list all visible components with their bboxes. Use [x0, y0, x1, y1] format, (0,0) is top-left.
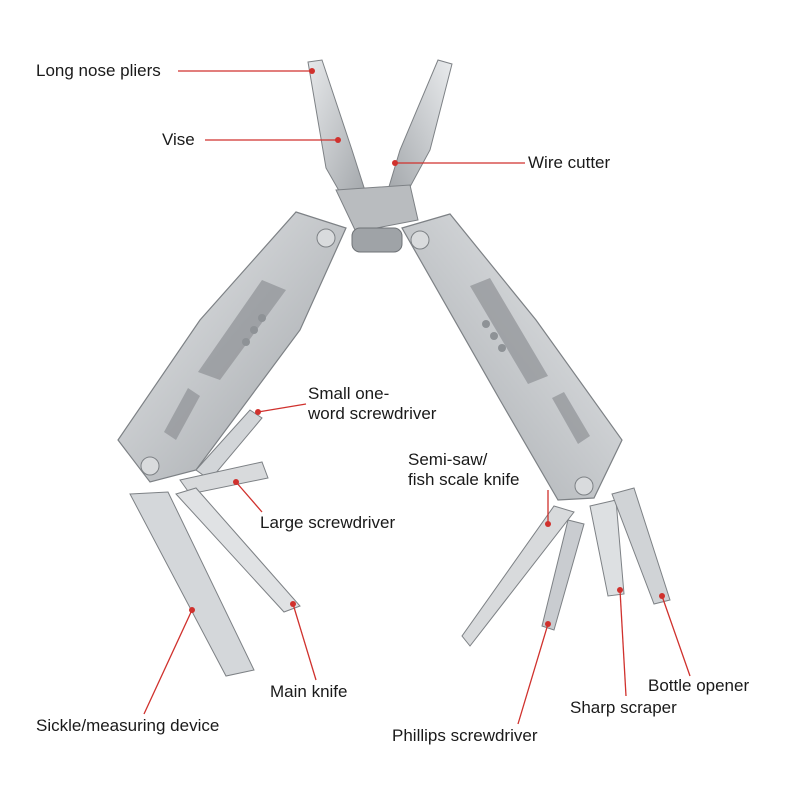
label-vise: Vise: [162, 130, 195, 149]
label-semi-saw-line2: fish scale knife: [408, 470, 520, 489]
phillips-blade: [541, 519, 585, 631]
label-bottle-opener: Bottle opener: [648, 676, 750, 695]
label-small-screwdriver-line2: word screwdriver: [308, 404, 437, 423]
label-phillips-screwdriver: Phillips screwdriver: [392, 726, 538, 745]
sickle-ruler: [129, 491, 255, 677]
label-large-screwdriver: Large screwdriver: [260, 513, 396, 532]
label-semi-saw-line1: Semi-saw/: [408, 450, 488, 469]
label-sharp-scraper: Sharp scraper: [570, 698, 677, 717]
spring: [351, 227, 403, 253]
pivot-body: [335, 184, 419, 233]
bottle-opener-blade: [611, 487, 671, 605]
label-long-nose-pliers: Long nose pliers: [36, 61, 161, 80]
right-jaw: [387, 59, 453, 199]
label-wire-cutter: Wire cutter: [528, 153, 611, 172]
right-handle: [401, 213, 623, 501]
saw-knife-blade: [461, 505, 575, 647]
large-screwdriver-blade: [179, 461, 269, 495]
label-small-screwdriver-line1: Small one-: [308, 384, 390, 403]
left-jaw: [307, 59, 369, 211]
main-knife-blade: [175, 487, 301, 613]
scraper-blade: [589, 499, 625, 597]
label-sickle-measuring-device: Sickle/measuring device: [36, 716, 220, 735]
label-main-knife: Main knife: [270, 682, 348, 701]
